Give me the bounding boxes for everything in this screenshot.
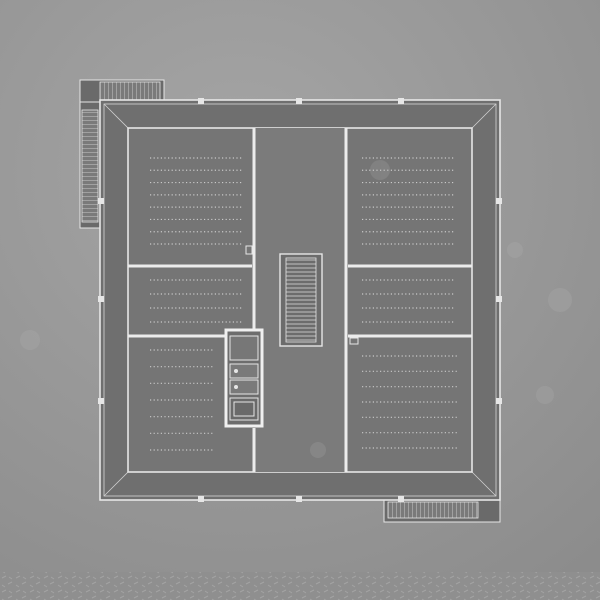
room-top-right <box>362 157 454 245</box>
fixtures <box>245 245 359 345</box>
classroom-group <box>150 157 458 451</box>
footer-band <box>0 572 600 600</box>
room-bottom-right <box>362 355 458 449</box>
central-stair <box>279 253 323 347</box>
light-spots <box>20 160 572 458</box>
stair-rail <box>285 257 317 343</box>
room-top-left <box>150 157 242 245</box>
interior-walls <box>128 128 472 472</box>
elevator-icon <box>233 401 255 417</box>
service-core <box>224 328 264 428</box>
toilet-icon <box>234 385 238 389</box>
stair-bottom-right <box>383 497 501 523</box>
toilet-icon <box>234 369 238 373</box>
room-mid-left <box>150 279 242 323</box>
room-mid-right <box>362 279 454 323</box>
